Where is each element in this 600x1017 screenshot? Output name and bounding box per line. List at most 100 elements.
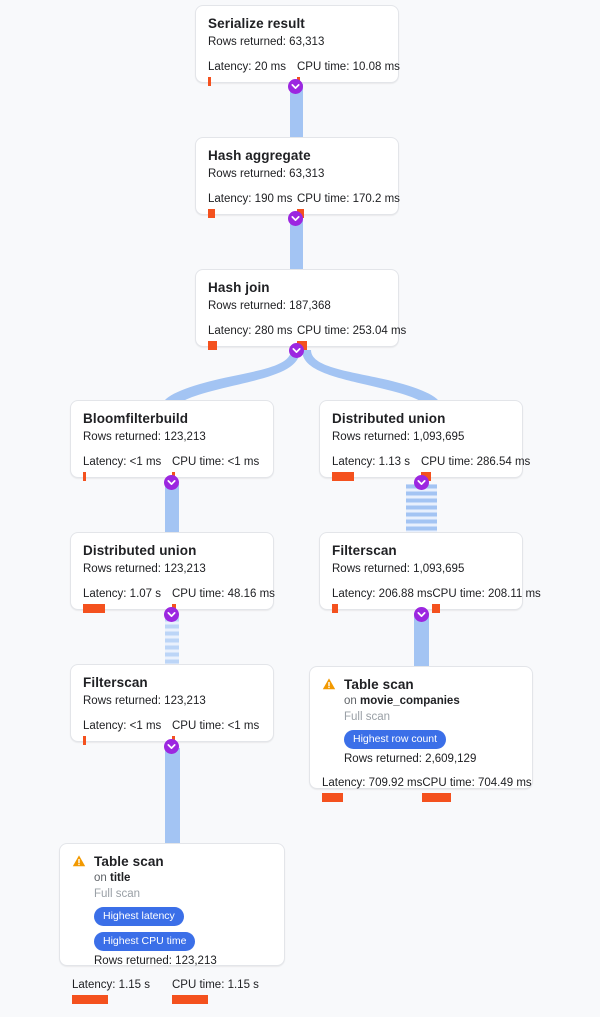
node-badges: Highest latency Highest CPU time (94, 907, 272, 951)
edge-join-to-bloomfilterbuild (160, 350, 300, 412)
warning-icon (322, 677, 336, 696)
node-header: Distributed union Rows returned: 1,093,6… (332, 410, 510, 445)
chevron-down-icon[interactable] (414, 607, 429, 622)
chevron-down-icon[interactable] (414, 475, 429, 490)
latency-bar (83, 604, 105, 613)
cpu-label: CPU time: 48.16 ms (172, 588, 275, 600)
latency-bar (72, 995, 108, 1004)
latency-metric: Latency: 190 ms (208, 192, 297, 218)
edge-filterscan-right-to-tablescan (414, 613, 429, 669)
chevron-down-icon[interactable] (288, 211, 303, 226)
cpu-label: CPU time: <1 ms (172, 720, 260, 732)
cpu-bar (432, 604, 441, 613)
latency-metric: Latency: 20 ms (208, 60, 297, 86)
node-header: Hash join Rows returned: 187,368 (208, 279, 386, 314)
node-title: Table scan (94, 854, 164, 869)
chevron-down-icon[interactable] (164, 475, 179, 490)
node-title: Filterscan (83, 675, 148, 690)
table-name: title (110, 872, 131, 884)
node-rows-returned: Rows returned: 1,093,695 (332, 563, 465, 575)
latency-metric: Latency: 280 ms (208, 324, 297, 350)
chevron-down-icon[interactable] (164, 739, 179, 754)
cpu-metric: CPU time: 10.08 ms (297, 60, 400, 86)
plan-node-distributed-union-left[interactable]: Distributed union Rows returned: 123,213… (70, 532, 275, 613)
node-title: Distributed union (332, 411, 446, 426)
cpu-metric: CPU time: 208.11 ms (432, 587, 541, 613)
badge-highest-row-count[interactable]: Highest row count (344, 730, 447, 749)
node-badges: Highest row count (344, 730, 520, 749)
cpu-label: CPU time: <1 ms (172, 456, 260, 468)
node-rows-returned: Rows returned: 123,213 (83, 695, 206, 707)
plan-node-hash-join[interactable]: Hash join Rows returned: 187,368 Latency… (195, 269, 406, 350)
node-table-reference: on title (94, 871, 272, 886)
plan-node-hash-aggregate[interactable]: Hash aggregate Rows returned: 63,313 Lat… (195, 137, 400, 218)
badge-highest-latency[interactable]: Highest latency (94, 907, 184, 926)
node-header: Distributed union Rows returned: 123,213 (83, 542, 261, 577)
cpu-label: CPU time: 286.54 ms (421, 456, 531, 468)
edge-join-to-distributed-union (302, 350, 443, 412)
node-header: Hash aggregate Rows returned: 63,313 (208, 147, 386, 182)
cpu-label: CPU time: 253.04 ms (297, 325, 407, 337)
node-rows-returned: Rows returned: 63,313 (208, 36, 325, 48)
cpu-metric: CPU time: <1 ms (172, 719, 261, 745)
plan-node-table-scan-title[interactable]: Table scan on title Full scan Highest la… (59, 843, 285, 1004)
node-header: Filterscan Rows returned: 123,213 (83, 674, 261, 709)
node-table-reference: on movie_companies (344, 694, 520, 709)
latency-label: Latency: 709.92 ms (322, 777, 423, 789)
chevron-down-icon[interactable] (289, 343, 304, 358)
node-header: Table scan on movie_companies Full scan … (322, 676, 520, 767)
plan-node-serialize-result[interactable]: Serialize result Rows returned: 63,313 L… (195, 5, 400, 86)
latency-metric: Latency: 1.13 s (332, 455, 421, 481)
latency-label: Latency: <1 ms (83, 720, 162, 732)
cpu-label: CPU time: 208.11 ms (432, 588, 541, 600)
node-title: Distributed union (83, 543, 197, 558)
plan-node-filterscan-right[interactable]: Filterscan Rows returned: 1,093,695 Late… (319, 532, 541, 613)
on-prefix: on (344, 695, 360, 707)
plan-node-table-scan-movie-companies[interactable]: Table scan on movie_companies Full scan … (309, 666, 533, 802)
latency-label: Latency: 280 ms (208, 325, 293, 337)
latency-metric: Latency: 206.88 ms (332, 587, 432, 613)
node-rows-returned: Rows returned: 1,093,695 (332, 431, 465, 443)
cpu-metric: CPU time: 704.49 ms (422, 776, 532, 802)
latency-label: Latency: 206.88 ms (332, 588, 433, 600)
latency-metric: Latency: <1 ms (83, 455, 172, 481)
plan-node-bloomfilterbuild[interactable]: Bloomfilterbuild Rows returned: 123,213 … (70, 400, 274, 481)
node-scan-type: Full scan (344, 711, 391, 723)
node-title: Hash join (208, 280, 270, 295)
node-title: Filterscan (332, 543, 397, 558)
latency-bar (208, 209, 215, 218)
node-rows-returned: Rows returned: 123,213 (83, 431, 206, 443)
plan-node-distributed-union-right[interactable]: Distributed union Rows returned: 1,093,6… (319, 400, 530, 481)
latency-label: Latency: 1.07 s (83, 588, 161, 600)
badge-highest-cpu-time[interactable]: Highest CPU time (94, 932, 196, 951)
latency-label: Latency: 190 ms (208, 193, 293, 205)
chevron-down-icon[interactable] (288, 79, 303, 94)
latency-label: Latency: 20 ms (208, 61, 286, 73)
plan-node-filterscan-left[interactable]: Filterscan Rows returned: 123,213 Latenc… (70, 664, 274, 745)
latency-label: Latency: <1 ms (83, 456, 162, 468)
node-rows-returned: Rows returned: 2,609,129 (344, 753, 477, 765)
edge-distributed-union-left-ladder (165, 616, 179, 668)
chevron-down-icon[interactable] (164, 607, 179, 622)
node-rows-returned: Rows returned: 123,213 (83, 563, 206, 575)
latency-label: Latency: 1.15 s (72, 979, 150, 991)
latency-bar (83, 472, 86, 481)
latency-bar (332, 472, 354, 481)
cpu-label: CPU time: 10.08 ms (297, 61, 400, 73)
node-rows-returned: Rows returned: 63,313 (208, 168, 325, 180)
warning-icon (72, 854, 86, 873)
node-rows-returned: Rows returned: 187,368 (208, 300, 331, 312)
node-title: Table scan (344, 677, 414, 692)
cpu-label: CPU time: 704.49 ms (422, 777, 532, 789)
cpu-metric: CPU time: 253.04 ms (297, 324, 406, 350)
node-metrics: Latency: 1.15 s CPU time: 1.15 s (72, 978, 272, 1004)
node-title: Hash aggregate (208, 148, 311, 163)
edge-filterscan-left-to-tablescan (165, 748, 180, 846)
node-metrics: Latency: <1 ms CPU time: <1 ms (83, 719, 261, 745)
edge-bloomfilterbuild-to-distributed-union (165, 484, 179, 536)
cpu-metric: CPU time: 48.16 ms (172, 587, 275, 613)
table-name: movie_companies (360, 695, 460, 707)
cpu-metric: CPU time: 1.15 s (172, 978, 272, 1004)
cpu-bar (172, 995, 208, 1004)
